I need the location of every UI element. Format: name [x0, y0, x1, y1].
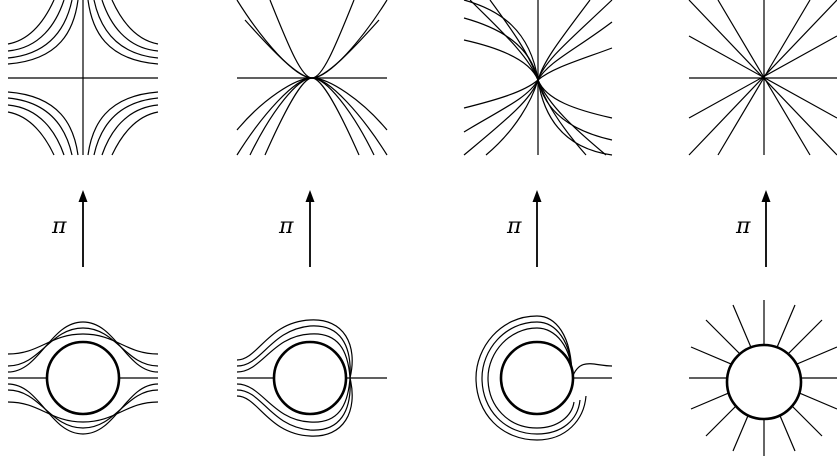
- projection-arrow: [761, 190, 771, 267]
- projection-arrow: [532, 190, 542, 267]
- panel-star-node: π: [688, 0, 837, 456]
- projection-arrow: [305, 190, 315, 267]
- bottom-blowup-focus-node: [475, 315, 613, 441]
- top-phase-portrait-saddle: [7, 0, 159, 156]
- top-phase-portrait-focus-node: [463, 0, 613, 156]
- panel-saddle: π: [7, 0, 159, 435]
- panel-focus-node: π: [463, 0, 613, 441]
- projection-label: π: [51, 214, 67, 239]
- bottom-blowup-saddle: [7, 321, 159, 435]
- top-phase-portrait-saddle-node: [236, 0, 388, 156]
- bottom-blowup-star-node: [689, 300, 837, 456]
- projection-label: π: [278, 214, 294, 239]
- panel-saddle-node: π: [236, 0, 388, 437]
- projection-label: π: [735, 214, 751, 239]
- projection-label: π: [506, 214, 522, 239]
- top-phase-portrait-star-node: [688, 0, 837, 156]
- bottom-blowup-saddle-node: [236, 319, 387, 437]
- projection-arrow: [78, 190, 88, 267]
